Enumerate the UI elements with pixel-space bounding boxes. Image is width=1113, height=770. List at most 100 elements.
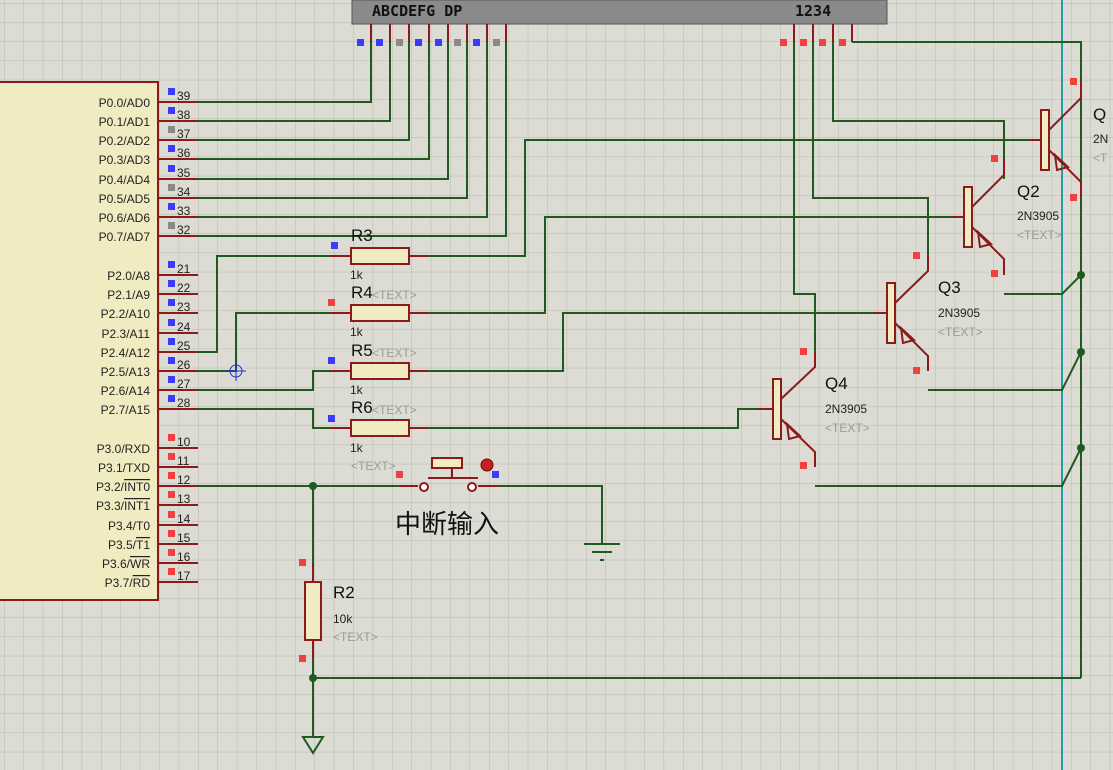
mcu-pin-number: 15 <box>177 531 191 545</box>
mcu-pin-marker <box>168 453 175 460</box>
mcu-pin-number: 28 <box>177 396 191 410</box>
mcu-pin-label: P3.4/T0 <box>108 519 150 533</box>
q2-ref: Q2 <box>1017 182 1040 201</box>
mcu-pin-marker <box>168 126 175 133</box>
mcu-pin-number: 10 <box>177 435 191 449</box>
mcu-pin-marker <box>168 511 175 518</box>
mcu-pin-label: P0.3/AD3 <box>99 153 151 167</box>
junction-dots <box>309 271 1085 682</box>
mcu-pin-label: P2.2/A10 <box>101 307 151 321</box>
display-segment-pins <box>357 39 500 46</box>
resistor-r4[interactable]: <TEXT> R4 1k <box>328 283 428 339</box>
r2-text: <TEXT> <box>333 630 378 644</box>
r2-value: 10k <box>333 612 353 626</box>
mcu-pin-marker <box>168 280 175 287</box>
r5-text: <TEXT> <box>372 346 417 360</box>
mcu-pin-marker <box>168 549 175 556</box>
q4-text: <TEXT> <box>825 421 870 435</box>
q3-value: 2N3905 <box>938 306 980 320</box>
mcu-pin-label: P3.7/RD <box>105 576 151 590</box>
crosshair-cursor-icon <box>226 361 246 381</box>
mcu-pin-number: 25 <box>177 339 191 353</box>
q1-text: <T <box>1093 151 1108 165</box>
mcu-pin-number: 11 <box>177 454 190 468</box>
display-segments-label: ABCDEFG DP <box>372 2 462 20</box>
resistor-r2[interactable]: R2 10k <TEXT> <box>299 559 378 662</box>
display-pin-stubs <box>370 24 853 42</box>
r4-ref: R4 <box>351 283 373 302</box>
mcu-pin-number: 37 <box>177 127 191 141</box>
mcu-pin-number: 14 <box>177 512 191 526</box>
mcu-pin-number: 36 <box>177 146 191 160</box>
mcu-pin-label: P2.5/A13 <box>101 365 151 379</box>
mcu-pin-label: P0.0/AD0 <box>99 96 151 110</box>
r3-ref: R3 <box>351 226 373 245</box>
switch-text: <TEXT> <box>351 459 396 473</box>
mcu-pin-marker <box>168 357 175 364</box>
mcu-pin-number: 33 <box>177 204 191 218</box>
mcu-pin-marker <box>168 530 175 537</box>
q4-ref: Q4 <box>825 374 848 393</box>
resistor-r6[interactable]: <TEXT> R6 1k <box>328 398 428 455</box>
mcu-pin-number: 35 <box>177 166 191 180</box>
mcu-pin-number: 13 <box>177 492 191 506</box>
display-digit-pins <box>780 39 846 46</box>
r6-value: 1k <box>350 441 364 455</box>
mcu-pin-marker <box>168 222 175 229</box>
r6-text: <TEXT> <box>372 403 417 417</box>
seven-segment-display[interactable]: ABCDEFG DP 1234 <box>351 0 888 46</box>
mcu-pin-label: P3.1/TXD <box>98 461 150 475</box>
mcu-pin-marker <box>168 472 175 479</box>
resistor-r3[interactable]: R3 1k <box>330 226 428 282</box>
mcu-pin-marker <box>168 261 175 268</box>
mcu-pin-marker <box>168 434 175 441</box>
q2-text: <TEXT> <box>1017 228 1062 242</box>
q2-value: 2N3905 <box>1017 209 1059 223</box>
mcu-pin-number: 12 <box>177 473 191 487</box>
mcu-pin-marker <box>168 203 175 210</box>
mcu-pin-label: P2.7/A15 <box>101 403 151 417</box>
mcu-pin-label: P2.4/A12 <box>101 346 151 360</box>
mcu-pin-label: P2.3/A11 <box>102 327 151 341</box>
mcu-pin-number: 24 <box>177 320 191 334</box>
transistor-q4[interactable]: Q4 2N3905 <TEXT> <box>757 348 870 469</box>
wires <box>198 41 1082 737</box>
r5-ref: R5 <box>351 341 373 360</box>
mcu-pin-marker <box>168 165 175 172</box>
mcu-pin-marker <box>168 145 175 152</box>
r3-value: 1k <box>350 268 364 282</box>
mcu-pin-number: 23 <box>177 300 191 314</box>
interrupt-push-button[interactable]: <TEXT> 中断输入 <box>351 457 500 540</box>
mcu-pin-label: P3.5/T1 <box>108 538 150 552</box>
mcu-pin-label: P0.1/AD1 <box>99 115 151 129</box>
mcu-pin-label: P0.7/AD7 <box>99 230 151 244</box>
mcu-pin-marker <box>168 395 175 402</box>
mcu-pin-number: 34 <box>177 185 191 199</box>
q3-text: <TEXT> <box>938 325 983 339</box>
r4-text: <TEXT> <box>372 288 417 302</box>
mcu-pin-marker <box>168 491 175 498</box>
mcu-pin-marker <box>168 319 175 326</box>
mcu-pin-number: 38 <box>177 108 191 122</box>
mcu-pin-label: P2.1/A9 <box>107 288 150 302</box>
mcu-pin-number: 27 <box>177 377 191 391</box>
mcu-pin-label: P3.2/INT0 <box>96 480 150 494</box>
transistor-q1[interactable]: Q 2N <T <box>1030 78 1108 201</box>
mcu-pin-marker <box>168 107 175 114</box>
mcu-pin-number: 16 <box>177 550 191 564</box>
mcu-pin-number: 32 <box>177 223 191 237</box>
switch-actuator-icon[interactable] <box>480 458 494 472</box>
transistor-q2[interactable]: Q2 2N3905 <TEXT> <box>952 155 1062 277</box>
mcu-pin-label: P3.3/INT1 <box>96 499 150 513</box>
q4-value: 2N3905 <box>825 402 867 416</box>
mcu-pin-marker <box>168 88 175 95</box>
r6-ref: R6 <box>351 398 373 417</box>
resistor-r5[interactable]: <TEXT> R5 1k <box>328 341 428 397</box>
q3-ref: Q3 <box>938 278 961 297</box>
transistor-q3[interactable]: Q3 2N3905 <TEXT> <box>874 252 983 374</box>
mcu-pin-label: P3.6/WR <box>102 557 150 571</box>
mcu-pin-marker <box>168 184 175 191</box>
